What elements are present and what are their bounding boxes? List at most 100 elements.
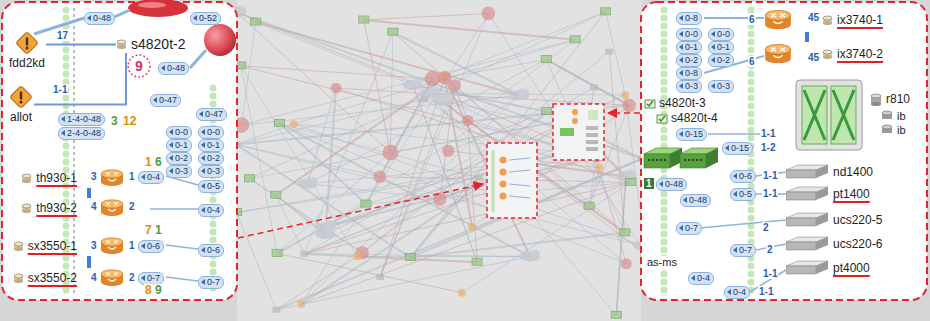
router-icon: [100, 268, 124, 288]
zoom-panel-left: [74, 8, 75, 296]
slab-icon: [816, 165, 828, 178]
cyl-icon: [22, 209, 31, 213]
port-tag: 0-4: [198, 204, 224, 217]
callout-number: 12: [122, 115, 137, 128]
port-number: 1: [128, 240, 136, 251]
port-number: 1: [128, 171, 136, 182]
port-number: 6: [748, 56, 756, 67]
faded-network-map: [546, 60, 629, 106]
faded-network-map: [621, 91, 629, 99]
spacer: [24, 278, 27, 279]
port-number: 3: [90, 240, 98, 251]
slab-icon: [786, 236, 828, 252]
faded-network-map: [245, 175, 255, 182]
diamond-icon: [14, 30, 40, 56]
device-label: ucs220-5: [832, 213, 883, 228]
port-number: 1-1: [762, 268, 778, 279]
zoom-panel-left: [138, 2, 166, 8]
zoom-source-box: [586, 140, 598, 144]
faded-network-map: [468, 223, 476, 231]
port-tag: 0-3: [676, 80, 702, 93]
blade-chassis: [796, 80, 862, 150]
faded-network-map: [405, 253, 415, 260]
zoom-panel-left: [128, 0, 188, 17]
zoom-panel-left: [166, 277, 198, 281]
switch-illustration: [706, 148, 718, 168]
router2-icon: [764, 42, 792, 66]
spacer: [828, 268, 832, 269]
cyl-icon: [822, 49, 833, 60]
port-number: 2: [762, 222, 770, 233]
spacer: [828, 172, 832, 173]
faded-network-map: [620, 229, 630, 236]
device-label: sx3550-1: [27, 239, 78, 254]
port-number: 2: [128, 201, 136, 212]
port-tag: 1-4-0-48: [58, 113, 105, 126]
link-line: [87, 256, 91, 268]
callout-number: 7: [144, 224, 153, 237]
faded-network-map: [622, 99, 636, 113]
diamond-icon: [8, 84, 34, 110]
port-tag: 0-1: [676, 41, 702, 54]
interface-label: ib: [896, 110, 907, 123]
port-tag: 0-0: [676, 28, 702, 41]
slab-icon: [816, 261, 828, 274]
slab-icon: [816, 213, 828, 226]
faded-network-map: [472, 258, 482, 265]
router-icon: [101, 170, 123, 178]
disk-icon: [882, 125, 892, 129]
spacer: [668, 118, 670, 119]
link-line: [34, 53, 126, 105]
zoom-panel-left: [204, 24, 236, 56]
faded-network-map: [301, 95, 519, 304]
zoom-source-box: [500, 157, 507, 164]
faded-network-map: [376, 274, 384, 280]
router-icon: [108, 179, 116, 181]
port-tag: 0-4: [724, 286, 750, 299]
switch-illustration: [648, 159, 702, 161]
router-icon: [101, 270, 123, 278]
faded-network-map: [606, 12, 626, 95]
faded-network-map: [256, 22, 413, 85]
faded-network-map: [390, 32, 392, 152]
zoom-source-box: [588, 110, 598, 120]
network-device: r810: [870, 92, 911, 107]
cyl-icon: [22, 179, 31, 183]
port-tag: 0-2: [708, 54, 734, 67]
zoom-panel-left: [166, 245, 198, 249]
network-device: sx3550-2: [13, 268, 124, 288]
diamond-icon: [20, 101, 23, 104]
faded-network-map: [440, 94, 452, 102]
faded-network-map: [374, 171, 387, 184]
port-number: 45: [807, 12, 820, 23]
check-icon: [647, 101, 653, 106]
network-device: s4820t-3: [644, 96, 707, 111]
zoom-source-box: [586, 126, 598, 130]
port-tag: 0-3: [708, 80, 734, 93]
port-tag: 0-48: [656, 178, 687, 191]
device-label: nd1400: [832, 165, 874, 180]
port-tag: 0-47: [150, 94, 181, 107]
cyl-icon: [117, 45, 126, 49]
zoom-panel-right: [700, 220, 786, 228]
callout-number: 1: [144, 156, 153, 169]
port-tag: 0-5: [730, 188, 756, 201]
port-number: 17: [56, 30, 69, 41]
faded-network-map: [458, 289, 466, 297]
device-label: fdd2kd: [8, 56, 46, 71]
port-tag: 0-2: [198, 152, 224, 165]
port-tag: 0-4: [688, 272, 714, 285]
faded-network-map: [584, 202, 594, 209]
faded-network-map: [626, 178, 636, 185]
faded-network-map: [611, 311, 621, 318]
network-device: s4820t-2: [116, 36, 186, 53]
port-number: 1-1: [762, 188, 778, 199]
slab-icon: [816, 237, 828, 250]
faded-network-map: [236, 12, 390, 152]
port-tag: 0-48: [158, 62, 189, 75]
spacer: [882, 99, 885, 100]
faded-network-map: [601, 8, 611, 15]
faded-network-map: [361, 200, 371, 207]
diamond-icon: [16, 32, 39, 55]
faded-network-map: [271, 191, 281, 198]
